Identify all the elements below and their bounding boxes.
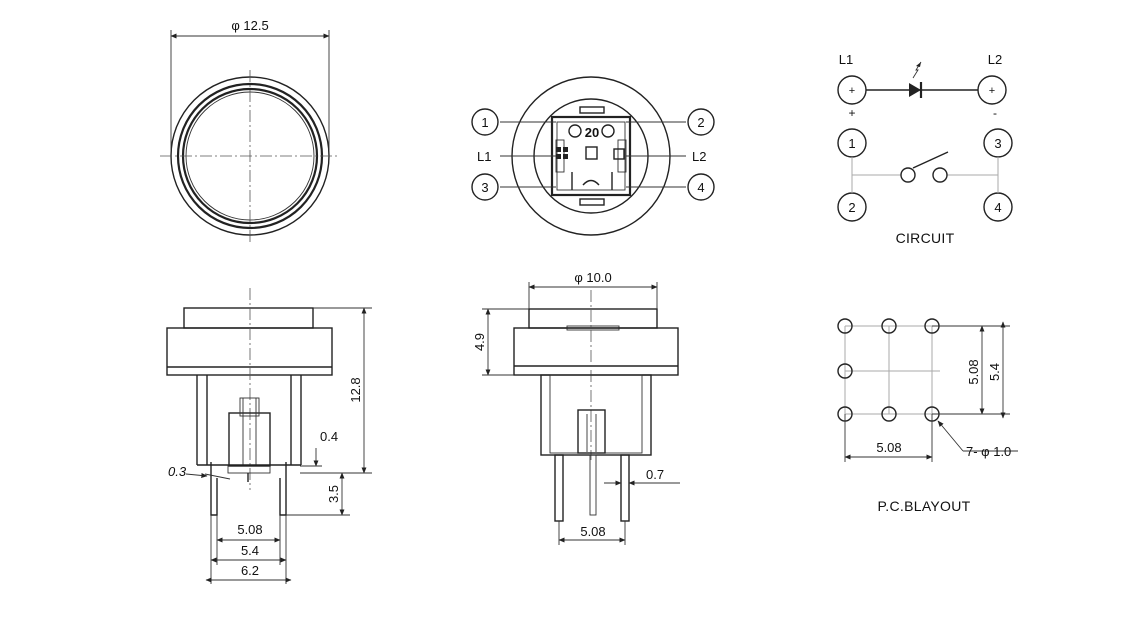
- switch-lever: [912, 151, 949, 169]
- pin-pitch-label: 5.08: [580, 524, 605, 539]
- side-view: 12.8 0.4 3.5 0.3 5.08 5.4 6.2: [166, 288, 372, 584]
- lamp-l1-label: L1: [477, 149, 491, 164]
- height-label: 12.8: [348, 377, 363, 402]
- svg-text:+: +: [989, 85, 995, 97]
- cap-diameter-label: φ 12.5: [231, 18, 268, 33]
- part-marking: 20: [585, 125, 599, 140]
- pcb-hole: [881, 318, 897, 334]
- pcb-hole: [837, 318, 853, 334]
- circuit-pin-4: 4: [994, 200, 1001, 215]
- front-view: φ 10.0 4.9 0.7 5.08: [472, 270, 680, 545]
- pcb-v-total-label: 5.4: [987, 363, 1002, 381]
- pcb-hole: [837, 363, 853, 379]
- pin-length-label: 3.5: [326, 485, 341, 503]
- circuit-l2-label: L2: [988, 52, 1002, 67]
- led-icon: [909, 83, 921, 97]
- hole-spec-label: 7- φ 1.0: [966, 444, 1011, 459]
- pin-4-label: 4: [697, 180, 704, 195]
- circuit-pin-3: 3: [994, 136, 1001, 151]
- pcb-v-pitch-label: 5.08: [966, 359, 981, 384]
- switch-contact: [932, 167, 948, 183]
- lamp-l2-label: L2: [692, 149, 706, 164]
- diameter-label: φ 10.0: [574, 270, 611, 285]
- pin-3-label: 3: [481, 180, 488, 195]
- plus-sign: +: [848, 106, 855, 120]
- circuit-pin-1: 1: [848, 136, 855, 151]
- pcb-layout: 5.08 5.4 5.08 7- φ 1.0 P.C.BLAYOUT: [837, 318, 1018, 514]
- switch-contact: [900, 167, 916, 183]
- width-508-label: 5.08: [237, 522, 262, 537]
- pin-thickness-label: 0.7: [646, 467, 664, 482]
- cap-height-label: 4.9: [472, 333, 487, 351]
- circuit-l1-label: L1: [839, 52, 853, 67]
- minus-sign: -: [993, 106, 997, 120]
- pcb-h-pitch-label: 5.08: [876, 440, 901, 455]
- pin-2-label: 2: [697, 115, 704, 130]
- svg-text:+: +: [849, 85, 855, 97]
- offset-label: 0.4: [320, 429, 338, 444]
- circuit-caption: CIRCUIT: [896, 230, 955, 246]
- circuit-pin-2: 2: [848, 200, 855, 215]
- circuit-diagram: L1 L2 + + + - 1 3 2 4 CIRCUIT: [837, 52, 1013, 246]
- thickness-label: 0.3: [168, 464, 187, 479]
- pin-1-label: 1: [481, 115, 488, 130]
- top-view: φ 12.5: [160, 18, 340, 242]
- width-54-label: 5.4: [241, 543, 259, 558]
- pcb-hole: [881, 406, 897, 422]
- bottom-view: 20 1 2 3 4 L1 L2: [471, 76, 715, 236]
- width-62-label: 6.2: [241, 563, 259, 578]
- pcb-caption: P.C.BLAYOUT: [877, 498, 970, 514]
